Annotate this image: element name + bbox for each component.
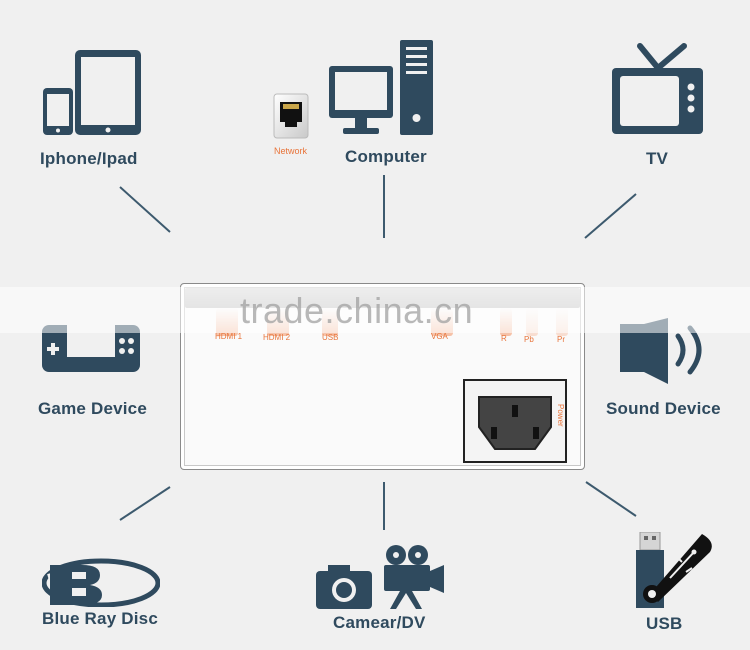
line-tv: [584, 193, 637, 239]
usb-drive-icon: [636, 532, 714, 610]
iphone-ipad-label: Iphone/Ipad: [40, 149, 138, 168]
pr-label: Pr: [557, 335, 565, 344]
sound-device-label: Sound Device: [606, 399, 721, 418]
vga-label: VGA: [431, 332, 448, 341]
line-usb: [585, 481, 637, 517]
game-device-label: Game Device: [38, 399, 147, 418]
pb-label: Pb: [524, 335, 534, 344]
iphone-ipad-icon: [43, 50, 143, 136]
watermark-text: trade.china.cn: [240, 290, 474, 331]
network-port-icon: [273, 93, 309, 139]
bluray-disc-icon: [42, 557, 160, 607]
game-device-icon: [42, 325, 140, 373]
power-socket: [463, 379, 567, 463]
computer-label: Computer: [345, 147, 427, 166]
line-bluray: [119, 486, 171, 521]
camera-dv-label: Camear/DV: [333, 613, 426, 632]
hdmi2-label: HDMI 2: [263, 333, 291, 342]
usb-label: USB: [646, 614, 683, 633]
power-socket-icon: [478, 396, 552, 450]
watermark-band: [0, 287, 750, 333]
bluray-label: Blue Ray Disc: [42, 609, 158, 628]
hdmi1-label: HDMI 1: [215, 332, 243, 341]
usb-port-label: USB: [322, 333, 339, 342]
tv-icon: [612, 42, 704, 136]
network-label: Network: [274, 146, 308, 156]
camera-dv-icon: [314, 545, 446, 611]
line-iphone: [119, 186, 171, 233]
computer-icon: [329, 40, 434, 136]
r-label: R: [501, 334, 507, 343]
tv-label: TV: [645, 149, 669, 168]
power-label: Power: [556, 404, 565, 427]
